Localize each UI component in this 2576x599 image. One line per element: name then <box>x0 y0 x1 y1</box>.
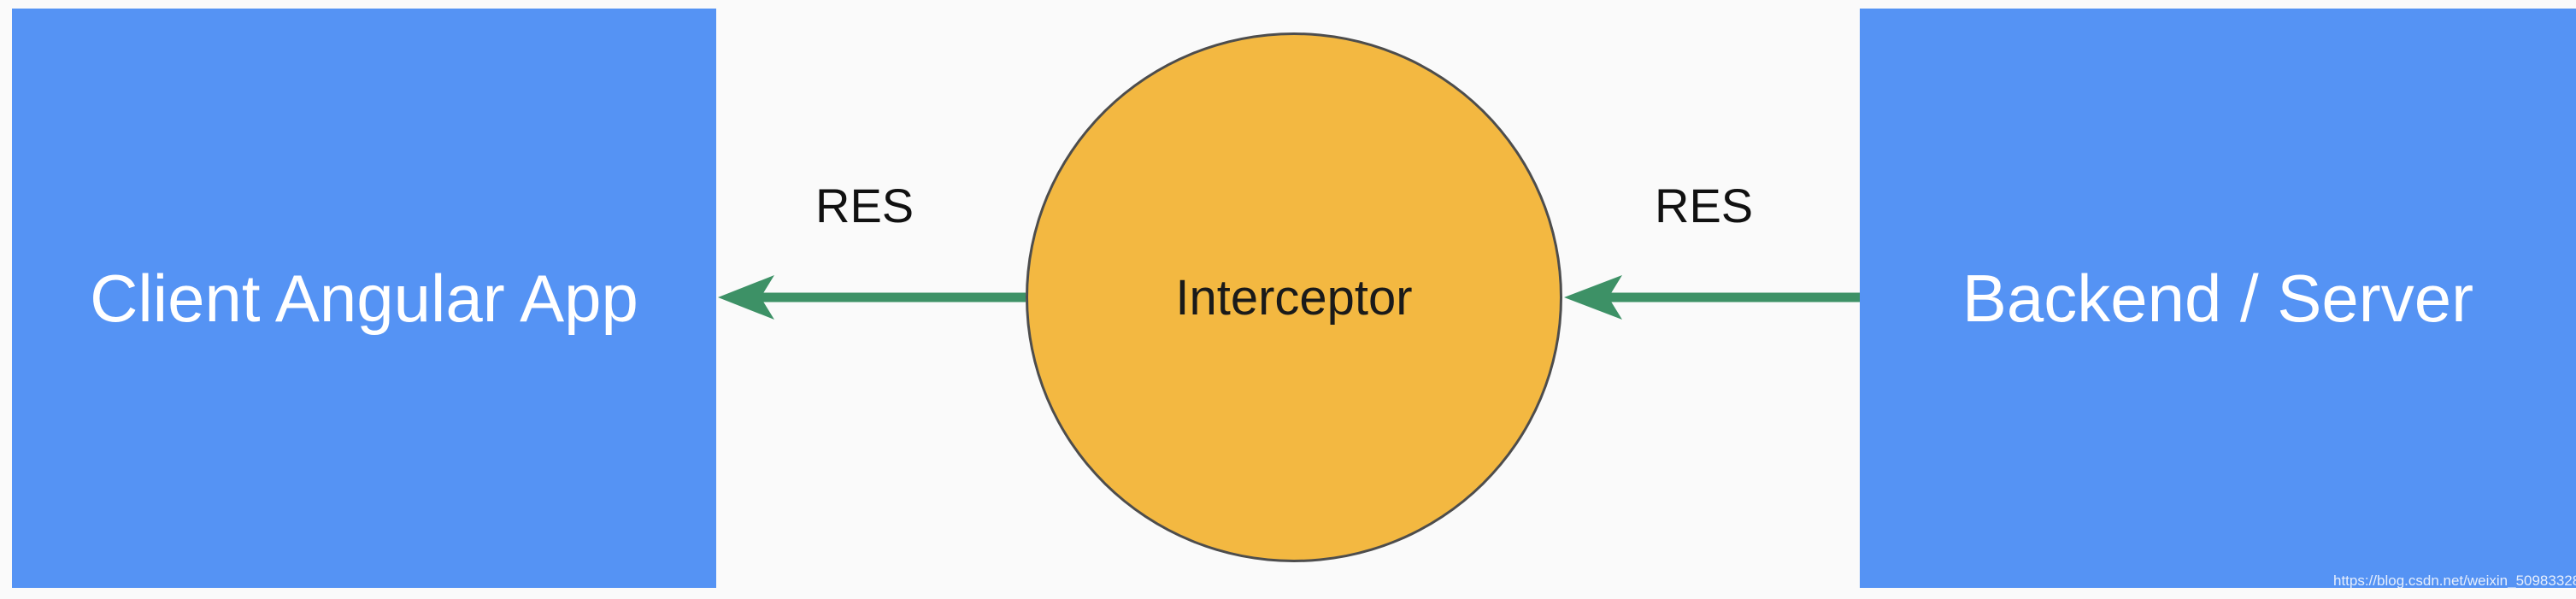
interceptor-circle: Interceptor <box>1026 32 1562 562</box>
arrow-interceptor-to-client-head <box>718 275 774 320</box>
edge-label-res-left: RES <box>815 179 915 232</box>
backend-server-box: Backend / Server <box>1860 9 2576 588</box>
client-angular-app-label: Client Angular App <box>90 260 638 336</box>
backend-server-label: Backend / Server <box>1961 260 2474 336</box>
edge-label-res-right: RES <box>1655 179 1754 232</box>
client-angular-app-box: Client Angular App <box>12 9 716 588</box>
interceptor-label: Interceptor <box>1175 269 1413 326</box>
watermark-text: https://blog.csdn.net/weixin_50983328 <box>2333 573 2576 589</box>
arrow-server-to-interceptor-head <box>1564 275 1622 320</box>
